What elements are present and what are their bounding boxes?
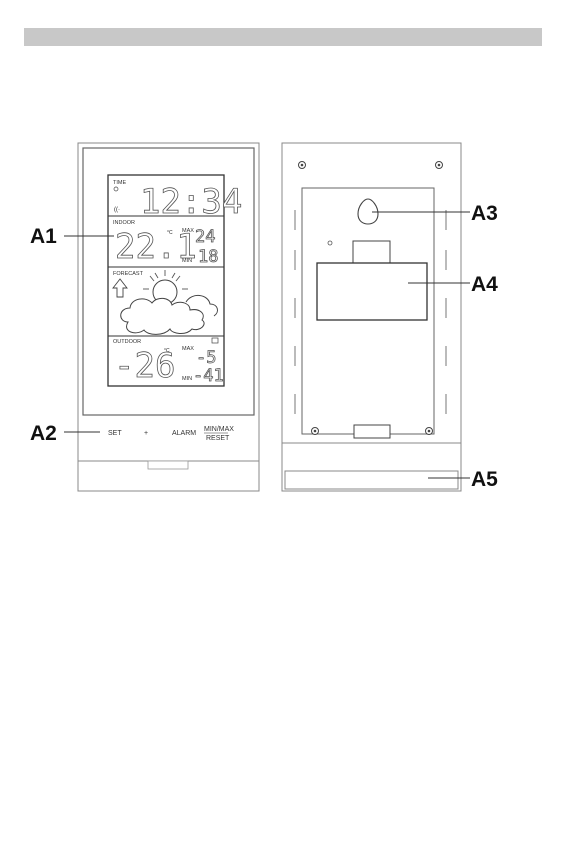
minmax-button[interactable]: MIN/MAX [204,426,234,433]
callout-a5-label: A5 [471,468,498,491]
screw-icon [299,162,306,169]
outdoor-max-label: MAX [182,346,194,352]
outdoor-min-value: -41 [193,366,224,386]
outdoor-max-value: -5 [196,348,216,368]
front-view: TIME ((· 12:34 INDOOR 22.1 °C MAX MIN 24… [78,143,259,491]
battery-cover-latch[interactable] [353,241,390,263]
time-label: TIME [113,180,126,186]
indoor-max-value: 24 [195,227,215,247]
indoor-min-label: MIN [182,258,192,264]
table-stand[interactable] [285,471,458,489]
bottom-latch [354,425,390,438]
front-base-tab [148,461,188,469]
battery-compartment[interactable] [317,263,427,320]
indoor-degree-icon: °C [167,230,173,236]
screw-icon [436,162,443,169]
battery-low-icon [212,338,218,343]
outdoor-min-label: MIN [182,376,192,382]
callout-a2-label: A2 [30,422,57,445]
callout-a3-label: A3 [471,202,498,225]
indoor-max-label: MAX [182,228,194,234]
plus-button[interactable]: + [144,430,148,437]
reset-button[interactable]: RESET [206,435,230,442]
back-view [282,143,461,491]
indoor-label: INDOOR [113,220,135,226]
outdoor-degree-icon: °C [164,348,170,354]
alarm-button[interactable]: ALARM [172,430,196,437]
set-button[interactable]: SET [108,430,122,437]
radio-signal-icon: ((· [114,207,120,213]
forecast-label: FORECAST [113,271,144,277]
callout-a4-label: A4 [471,273,498,296]
screw-icon [312,428,319,435]
screw-icon [426,428,433,435]
indoor-min-value: 18 [198,247,218,267]
callout-a1-label: A1 [30,225,57,248]
outdoor-label: OUTDOOR [113,339,141,345]
